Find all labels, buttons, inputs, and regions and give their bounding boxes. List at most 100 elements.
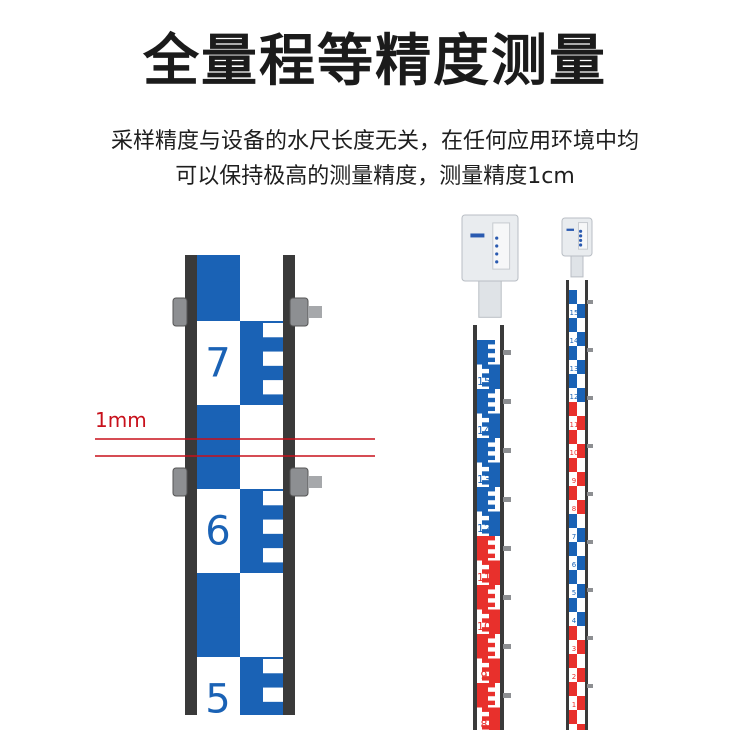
mid-bolt-2 [503,448,511,453]
closeup-numeral-5: 5 [205,676,230,722]
mid-bolt-5 [503,595,511,600]
mid-rtooth-11-2 [482,578,489,583]
small-lspine-7 [569,514,577,528]
mid-ltooth-13-1 [488,446,495,452]
mid-lspine-14 [477,389,488,414]
small-rspine-8 [577,500,585,514]
mid-rspine-11 [489,560,500,585]
small-rail-right [585,280,588,730]
closeup-nut-right-0 [289,297,309,327]
mid-bolt-0 [503,350,511,355]
mid-rtooth-13-0 [482,462,489,467]
small-lspine-12 [569,374,577,388]
mid-rtooth-12-2 [482,529,489,534]
mid-rtooth-10-1 [482,618,489,623]
small-numeral-4: 4 [572,617,577,625]
small-rspine-12 [577,388,585,402]
small-lspine-2 [569,654,577,668]
closeup-rgap-5-1 [263,687,283,702]
small-numeral-11: 11 [570,421,579,429]
small-lspine-5 [569,570,577,584]
closeup-rail-right [283,255,295,715]
mid-numeral-12: 12 [477,522,491,535]
small-bolt-7 [587,636,593,640]
closeup-nut-right-1 [289,467,309,497]
small-numeral-1: 1 [572,701,576,709]
mid-rspine-14 [489,413,500,438]
mid-rspine-13 [489,462,500,487]
closeup-thread-0 [308,306,322,318]
mid-bolt-6 [503,644,511,649]
mid-rtooth-11-0 [482,560,489,565]
mid-rtooth-10-0 [482,609,489,614]
mid-numeral-9: 9 [481,669,488,682]
small-bolt-3 [587,444,593,448]
closeup-ltooth-5-0 [220,575,240,590]
mid-ltooth-9-0 [488,634,495,639]
small-numeral-9: 9 [572,477,576,485]
closeup-ltooth-7-1 [220,267,240,282]
subtitle-line-1: 采样精度与设备的水尺长度无关，在任何应用环境中均 [110,129,639,154]
mid-lspine-8 [477,683,488,708]
small-led-0 [579,229,583,233]
small-bolt-5 [587,540,593,544]
mid-lspine-15 [477,340,488,365]
mid-numeral-14: 14 [477,424,491,437]
small-led-1 [579,234,583,238]
closeup-ltooth-5-2 [220,632,240,647]
mid-rtooth-13-1 [482,471,489,476]
mid-logo [470,233,485,238]
mid-rtooth-14-1 [482,422,489,427]
closeup-rgap-5-0 [263,659,283,674]
closeup-rail-left [185,255,197,715]
closeup-rgap-5-2 [263,716,283,730]
mid-panel [492,222,511,270]
small-lspine-8 [569,486,577,500]
small-led-2 [579,238,583,243]
mid-ltooth-10-2 [488,602,495,608]
mid-ltooth-9-2 [488,651,495,657]
small-numeral-12: 12 [570,393,579,401]
small-rspine-6 [577,556,585,570]
small-rspine-10 [577,444,585,458]
small-numeral-0: 0 [572,729,576,737]
closeup-ltooth-6-0 [220,407,240,422]
mid-ltooth-9-1 [488,642,495,648]
small-rspine-1 [577,696,585,710]
mid-led-2 [495,252,499,256]
mid-rtooth-11-1 [482,569,489,574]
mid-rspine-15 [489,364,500,389]
mid-ltooth-11-1 [488,544,495,550]
mid-rtooth-10-2 [482,627,489,632]
closeup-rgap-6-1 [263,519,283,534]
mm-label: 1mm [95,408,147,432]
closeup-body: 765 [185,255,295,730]
small-lspine-6 [569,542,577,556]
small-bolt-2 [587,396,593,400]
small-numeral-15: 15 [570,309,579,317]
small-lspine-11 [569,402,577,416]
small-bolt-0 [587,300,593,304]
mid-bolt-4 [503,546,511,551]
mid-rtooth-9-0 [482,658,489,663]
small-rspine-2 [577,668,585,682]
small-numeral-10: 10 [570,449,579,457]
mid-led-3 [495,260,499,264]
mid-ltooth-15-0 [488,340,495,345]
closeup-ltooth-5-1 [220,603,240,618]
mid-lspine-9 [477,634,488,659]
page-title: 全量程等精度测量 [143,29,607,94]
mid-rail-left [473,325,477,730]
small-lspine-3 [569,626,577,640]
mid-numeral-10: 10 [477,620,491,633]
mid-bolt-1 [503,399,511,404]
mid-rtooth-8-0 [482,707,489,712]
mid-rtooth-9-1 [482,667,489,672]
closeup-thread-1 [308,476,322,488]
closeup-rgap-7-1 [263,351,283,366]
small-lspine-13 [569,346,577,360]
closeup-bolt-left-1 [172,467,188,497]
closeup-rgap-7-0 [263,323,283,338]
